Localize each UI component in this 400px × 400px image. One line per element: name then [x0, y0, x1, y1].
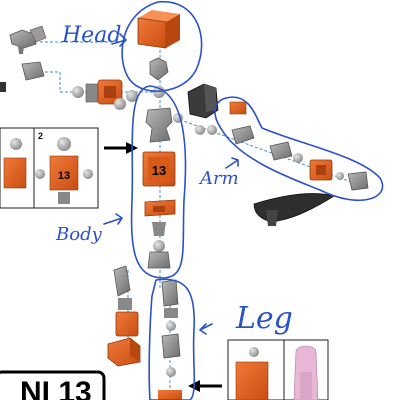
inset-panels-left: 2 13 — [0, 128, 98, 208]
torso-joint — [114, 98, 183, 142]
head-block — [138, 10, 180, 48]
board-piece — [254, 194, 334, 226]
hip-connector — [145, 200, 175, 268]
label-leg: Leg — [235, 301, 293, 336]
label-arm: Arm — [198, 168, 239, 189]
inset-panel-number: 2 — [38, 131, 43, 141]
body-block-number: 13 — [152, 163, 166, 178]
inset-block-number: 13 — [58, 170, 70, 182]
footer-title: NI 13 — [20, 376, 92, 400]
label-head: Head — [61, 23, 121, 48]
shoulder-piece — [188, 84, 218, 118]
body-block: 13 — [143, 152, 175, 186]
left-leg-parts — [108, 266, 140, 366]
inset-panels-bottom-right — [228, 340, 328, 400]
label-body: Body — [55, 224, 103, 245]
footer-title-block: NI 13 — [0, 372, 104, 400]
